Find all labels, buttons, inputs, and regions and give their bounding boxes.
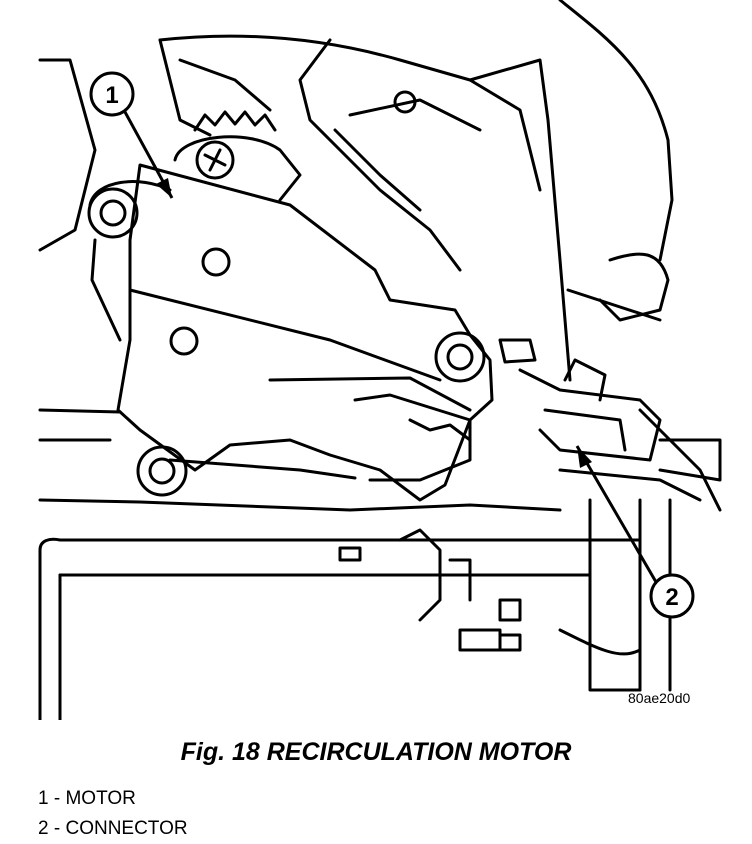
callout-2: 2 <box>575 445 695 619</box>
right-bracket <box>558 0 722 482</box>
figure-caption: Fig. 18 RECIRCULATION MOTOR <box>180 738 572 766</box>
legend-number: 2 <box>38 818 49 839</box>
callout-1: 1 <box>89 71 174 199</box>
callout-1-number: 1 <box>105 82 118 109</box>
legend-item-motor: 1 - MOTOR <box>38 784 188 814</box>
legend-separator: - <box>53 788 61 809</box>
figure-id: 80ae20d0 <box>628 690 691 706</box>
mounting-screws <box>87 140 537 497</box>
legend-item-connector: 2 - CONNECTOR <box>38 814 188 844</box>
legend-label: MOTOR <box>65 788 136 809</box>
legend-label: CONNECTOR <box>65 818 188 839</box>
callout-2-number: 2 <box>665 584 678 611</box>
upper-housing <box>38 34 572 382</box>
motor-body <box>88 163 494 502</box>
legend: 1 - MOTOR 2 - CONNECTOR <box>38 784 188 844</box>
motor-gear <box>173 110 302 202</box>
legend-number: 1 <box>38 788 49 809</box>
recirculation-motor-illustration: 1 2 <box>38 0 722 720</box>
legend-separator: - <box>53 818 61 839</box>
